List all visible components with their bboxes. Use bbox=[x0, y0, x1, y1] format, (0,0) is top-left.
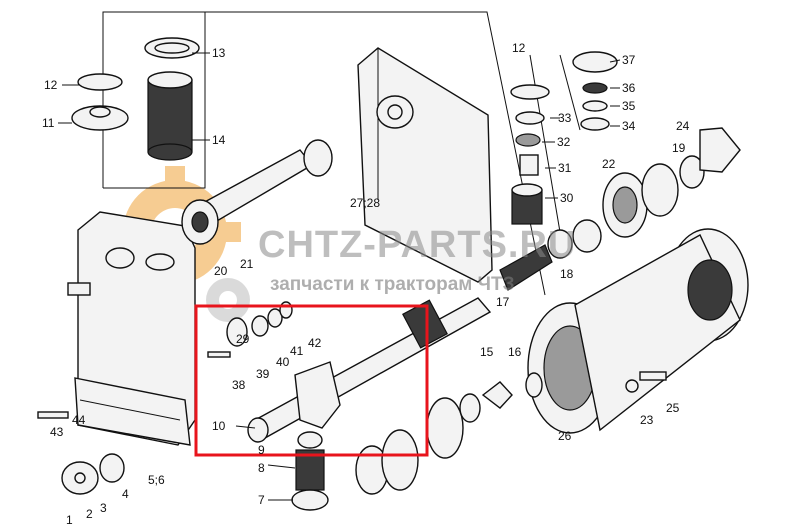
part-label: 12 bbox=[512, 41, 526, 55]
highlight-box bbox=[194, 304, 429, 457]
part-label: 7 bbox=[258, 493, 265, 507]
watermark-tagline: запчасти к тракторам ЧТЗ bbox=[270, 274, 515, 295]
part-label: 5;6 bbox=[148, 473, 165, 487]
part-label: 39 bbox=[256, 367, 270, 381]
part-label: 32 bbox=[557, 135, 571, 149]
part-label: 9 bbox=[258, 443, 265, 457]
part-label: 13 bbox=[212, 46, 226, 60]
part-labels: 1 2 3 4 5;6 7 8 9 10 11 12 12 13 14 15 1… bbox=[42, 41, 690, 527]
part-label: 4 bbox=[122, 487, 129, 501]
part-label: 36 bbox=[622, 81, 636, 95]
part-label: 33 bbox=[558, 111, 572, 125]
part-label: 27;28 bbox=[350, 196, 380, 210]
part-label: 21 bbox=[240, 257, 254, 271]
part-label: 19 bbox=[672, 141, 686, 155]
part-label: 22 bbox=[602, 157, 616, 171]
part-label: 20 bbox=[214, 264, 228, 278]
upper-left-parts bbox=[71, 37, 200, 161]
leader-lines bbox=[58, 52, 621, 501]
part-label: 41 bbox=[290, 344, 304, 358]
part-label: 17 bbox=[496, 295, 510, 309]
part-label: 11 bbox=[42, 116, 55, 130]
gearbox-housing bbox=[67, 211, 196, 446]
part-label: 42 bbox=[308, 336, 322, 350]
part-label: 30 bbox=[560, 191, 574, 205]
cover-plate bbox=[357, 47, 493, 283]
right-upper-stack bbox=[510, 51, 618, 225]
lower-left-parts bbox=[37, 301, 293, 495]
part-label: 26 bbox=[558, 429, 572, 443]
part-label: 15 bbox=[480, 345, 494, 359]
part-label: 10 bbox=[212, 419, 226, 433]
part-label: 31 bbox=[558, 161, 572, 175]
part-label: 2 bbox=[86, 507, 93, 521]
part-label: 40 bbox=[276, 355, 290, 369]
part-label: 18 bbox=[560, 267, 574, 281]
part-label: 16 bbox=[508, 345, 522, 359]
part-label: 14 bbox=[212, 133, 226, 147]
part-label: 1 bbox=[66, 513, 73, 527]
part-label: 23 bbox=[640, 413, 654, 427]
part-label: 34 bbox=[622, 119, 636, 133]
part-label: 25 bbox=[666, 401, 680, 415]
lower-middle-parts bbox=[291, 127, 741, 511]
part-label: 3 bbox=[100, 501, 107, 515]
part-label: 35 bbox=[622, 99, 636, 113]
right-bearings bbox=[499, 155, 705, 291]
part-label: 8 bbox=[258, 461, 265, 475]
upper-shaft bbox=[181, 139, 333, 245]
part-label: 29 bbox=[236, 332, 250, 346]
part-label: 37 bbox=[622, 53, 636, 67]
part-label: 12 bbox=[44, 78, 58, 92]
part-label: 43 bbox=[50, 425, 64, 439]
part-label: 24 bbox=[676, 119, 690, 133]
frame-lines bbox=[102, 11, 581, 296]
part-label: 44 bbox=[72, 413, 86, 427]
main-shaft-assembly bbox=[247, 297, 492, 449]
watermark-brand: CHTZ-PARTS.RU bbox=[258, 224, 576, 266]
flange-housing bbox=[527, 228, 749, 434]
part-label: 38 bbox=[232, 378, 246, 392]
